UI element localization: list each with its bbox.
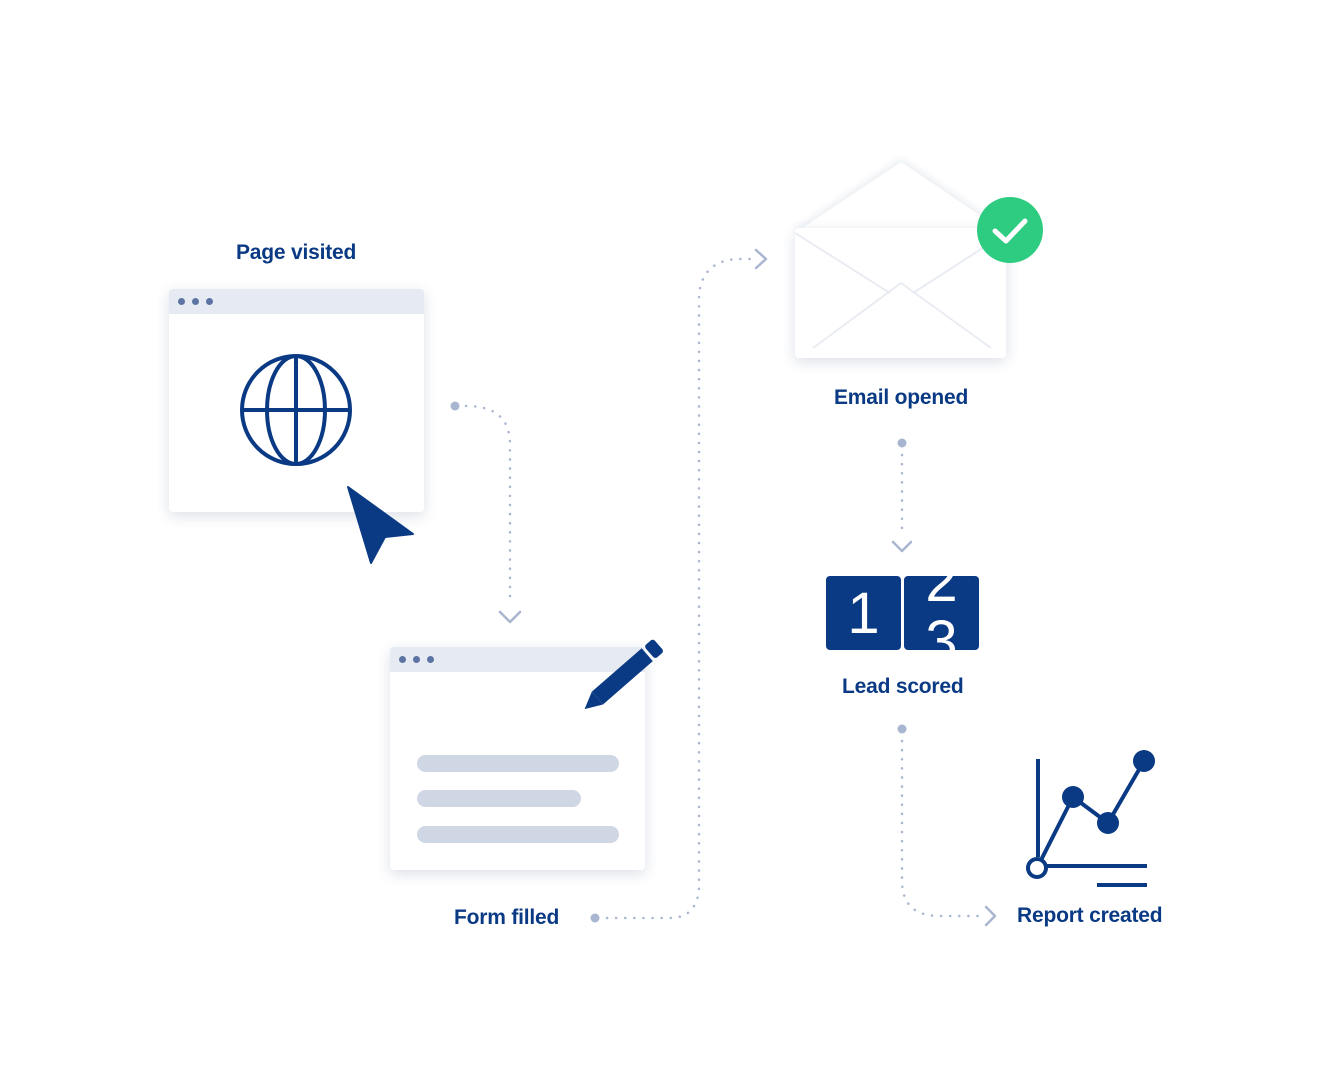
connector-arrow-1 xyxy=(498,610,522,624)
window-dot xyxy=(206,298,213,305)
score-tile-left: 1 xyxy=(826,576,901,650)
connector-arrow-4 xyxy=(984,905,997,927)
connector-page-to-form xyxy=(464,404,512,602)
step-label-report-created: Report created xyxy=(1017,904,1163,927)
cursor-arrow-icon xyxy=(347,486,414,564)
window-dot xyxy=(192,298,199,305)
globe-icon xyxy=(240,354,352,466)
score-tile-right: 2 3 xyxy=(904,576,979,650)
score-digit: 3 xyxy=(925,609,958,651)
pencil-icon xyxy=(584,639,663,710)
form-field-placeholder xyxy=(417,826,619,843)
connector-start-dot-2 xyxy=(590,913,600,923)
connector-arrow-2 xyxy=(754,248,768,270)
browser-window-page xyxy=(169,289,424,512)
check-badge-icon xyxy=(977,197,1043,263)
window-dot xyxy=(413,656,420,663)
connector-lead-to-report xyxy=(900,739,984,918)
step-label-page-visited: Page visited xyxy=(236,241,357,264)
line-chart-icon xyxy=(1026,750,1155,887)
step-label-email-opened: Email opened xyxy=(834,386,969,409)
connector-arrow-3 xyxy=(891,540,913,553)
connector-start-dot-1 xyxy=(450,401,460,411)
connector-start-dot-4 xyxy=(897,724,907,734)
form-field-placeholder xyxy=(417,755,619,772)
step-label-form-filled: Form filled xyxy=(454,906,560,929)
window-dot xyxy=(427,656,434,663)
window-title-bar xyxy=(169,289,424,314)
window-dot xyxy=(399,656,406,663)
connector-start-dot-3 xyxy=(897,438,907,448)
step-label-lead-scored: Lead scored xyxy=(842,675,964,698)
envelope-icon xyxy=(794,228,1007,358)
score-digit: 2 xyxy=(925,576,958,614)
window-title-bar xyxy=(390,647,645,672)
envelope-flap xyxy=(795,162,1006,233)
window-dot xyxy=(178,298,185,305)
score-digit: 1 xyxy=(847,581,880,646)
form-field-placeholder xyxy=(417,790,581,807)
